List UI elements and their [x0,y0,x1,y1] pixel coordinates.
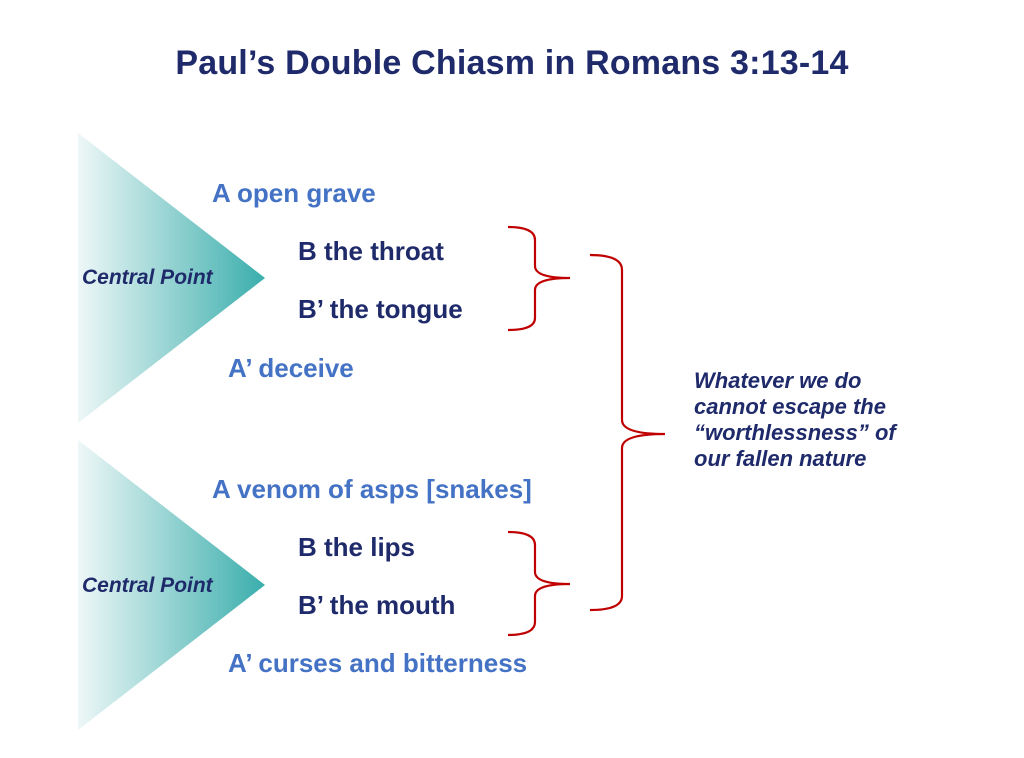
chiasm-2-b-prime: B’ the mouth [298,590,456,620]
conclusion-line-3: “worthlessness” of [694,420,896,445]
conclusion-line-2: cannot escape the [694,394,886,419]
chiasm-2-triangle [78,440,265,730]
conclusion-text: Whatever we do cannot escape the “worthl… [694,368,984,472]
chiasm-2-b: B the lips [298,532,416,562]
conclusion-line-1: Whatever we do [694,368,862,393]
chiasm-1-b: B the throat [298,236,444,266]
slide-title: Paul’s Double Chiasm in Romans 3:13-14 [175,44,849,82]
chiasm-2-a: A venom of asps [snakes] [212,474,532,504]
chiasm-1-central-point-label: Central Point [82,266,213,289]
chiasm-1-inner-bracket [507,225,571,332]
chiasm-1-b-prime: B’ the tongue [298,294,463,324]
conclusion-line-4: our fallen nature [694,446,867,471]
chiasm-1-triangle [78,133,265,423]
combined-bracket [589,253,666,612]
chiasm-1-a-prime: A’ deceive [228,353,354,383]
chiasm-2-inner-bracket [507,530,571,637]
chiasm-1-a: A open grave [212,178,376,208]
chiasm-2-central-point-label: Central Point [82,574,213,597]
chiasm-2-a-prime: A’ curses and bitterness [228,648,528,678]
